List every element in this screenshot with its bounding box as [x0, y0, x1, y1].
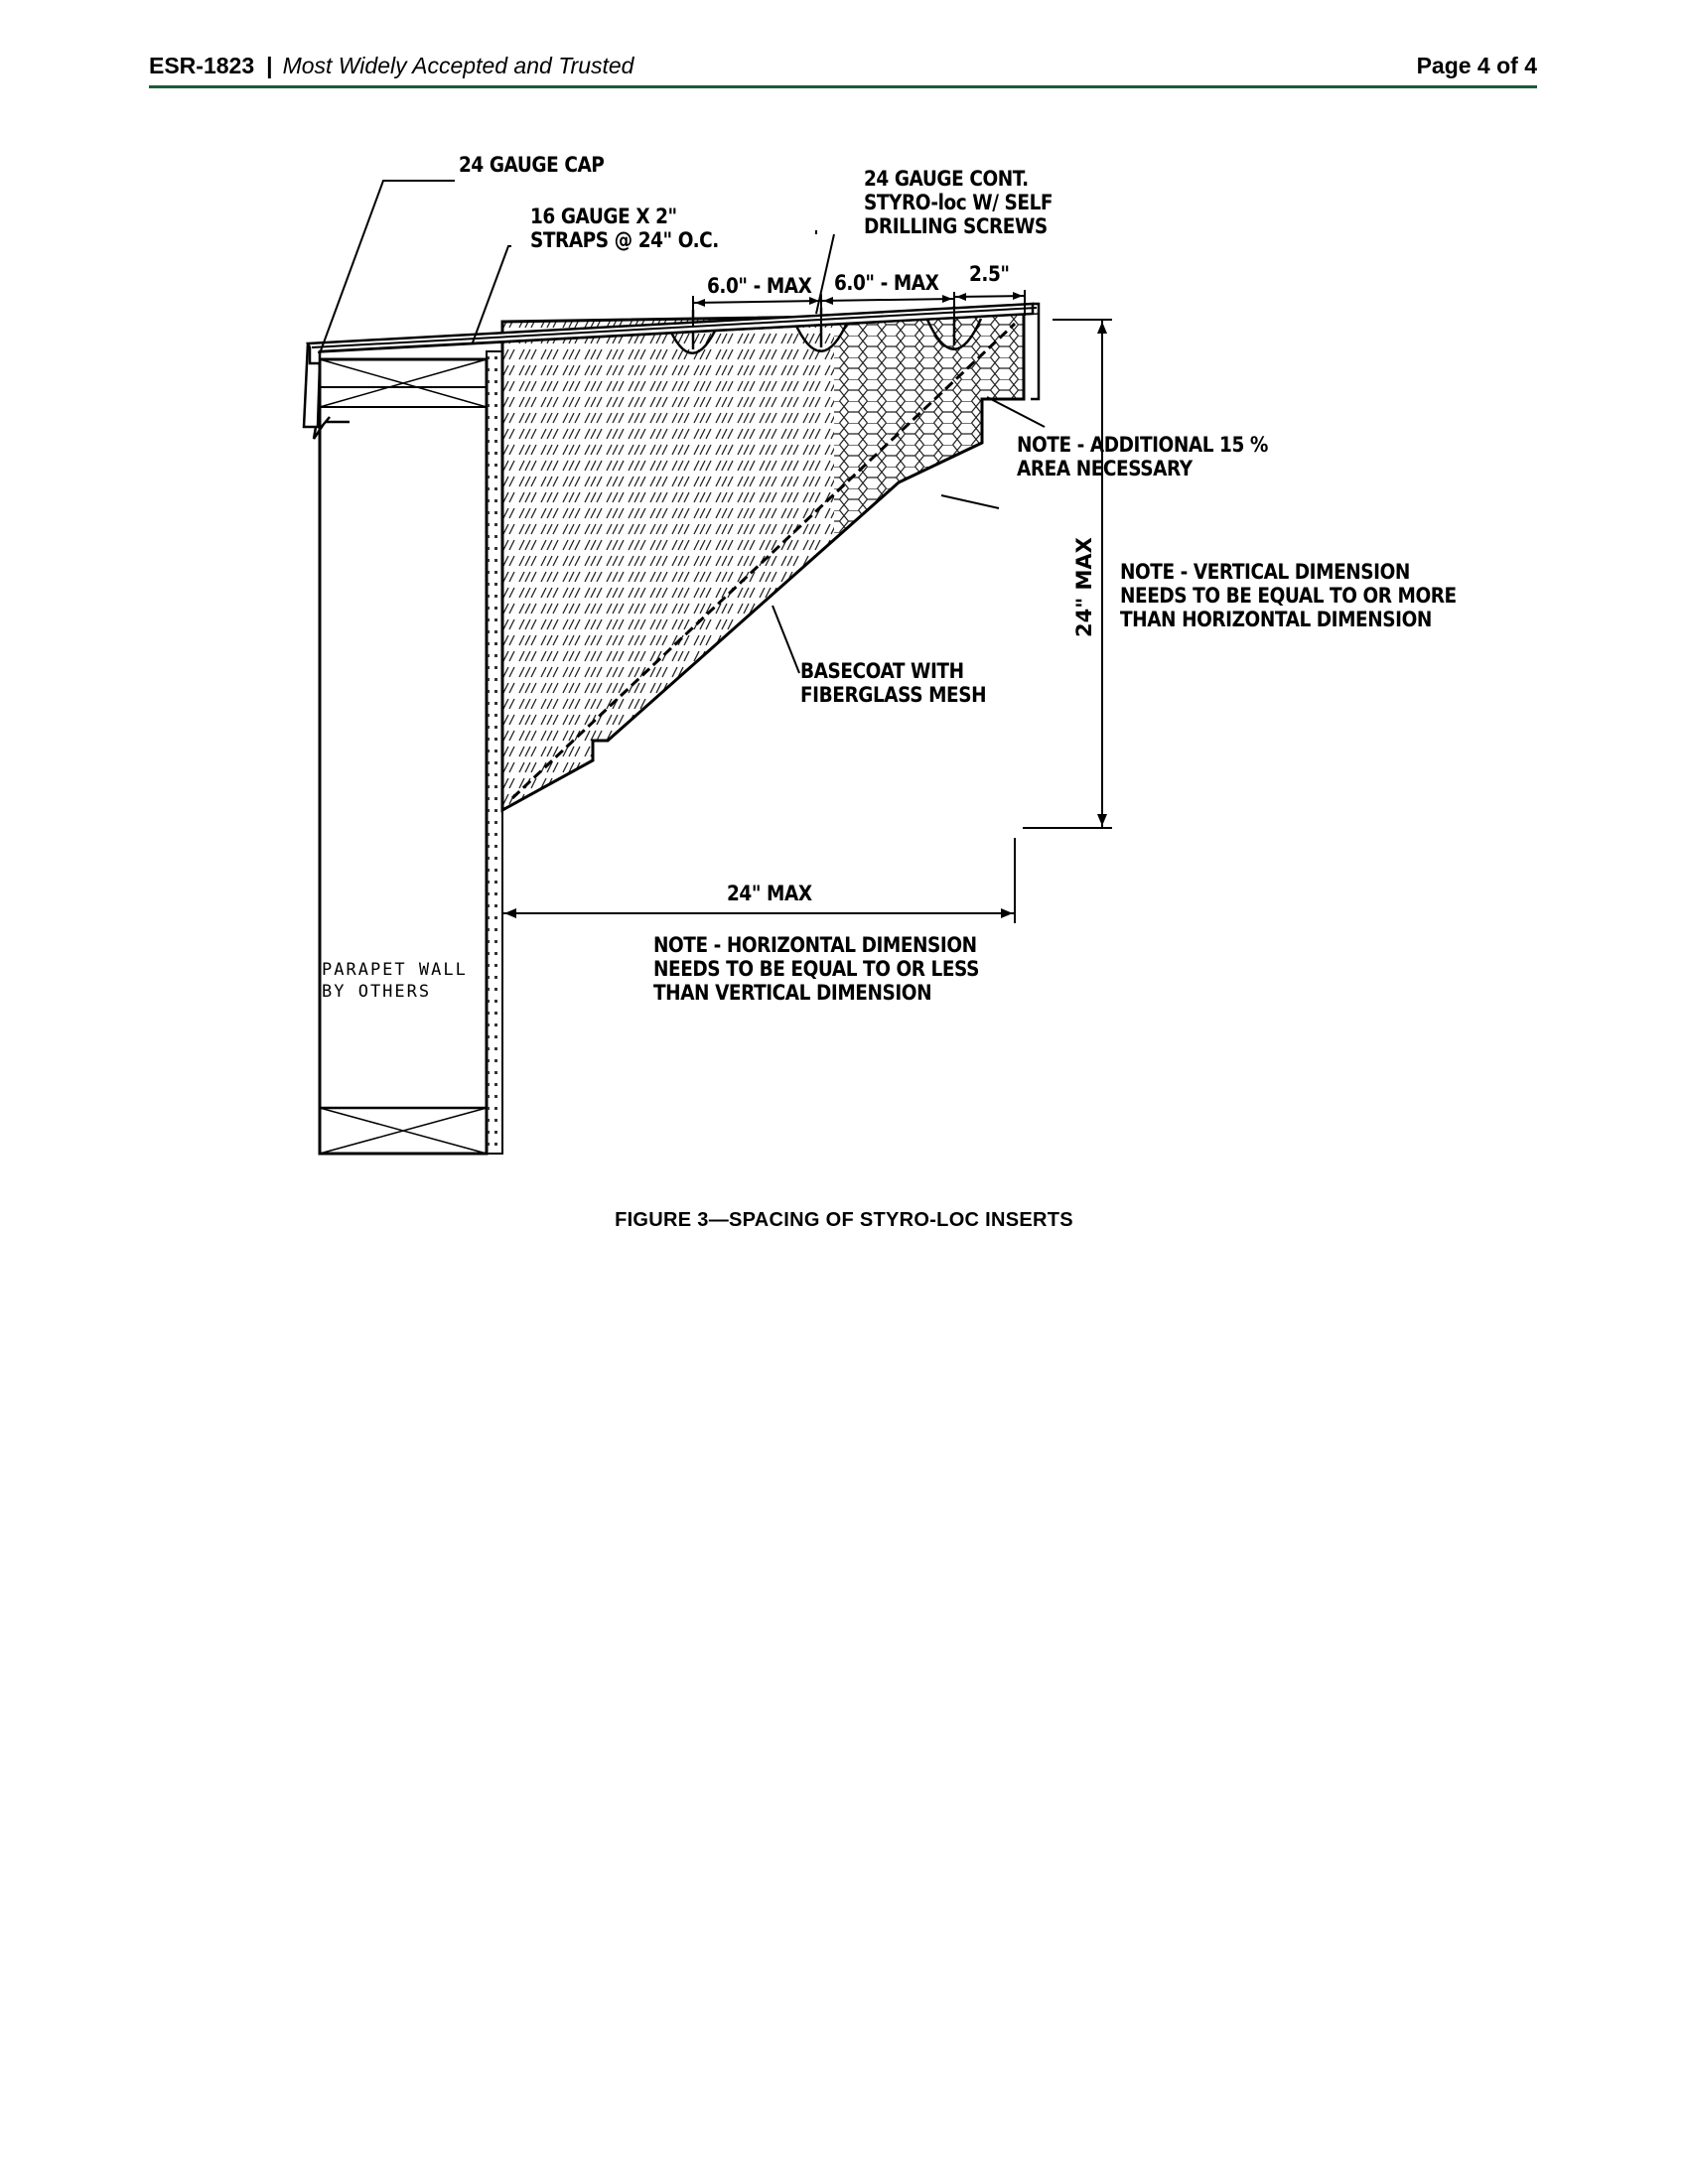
parapet-wall [318, 357, 489, 1156]
note-vertical-dimension: NOTE - VERTICAL DIMENSION NEEDS TO BE EQ… [1120, 560, 1457, 631]
leader-lines [319, 180, 1046, 674]
note-additional-area: NOTE - ADDITIONAL 15 % AREA NECESSARY [1017, 433, 1268, 480]
sheathing-layer [486, 350, 503, 1155]
header-left: ESR-1823 | Most Widely Accepted and Truste… [149, 52, 633, 79]
label-basecoat-line2: FIBERGLASS MESH [800, 683, 987, 707]
label-spacing-1: 6.0" - MAX [707, 274, 812, 298]
label-parapet-wall: PARAPET WALL BY OTHERS [322, 959, 468, 1003]
label-vertical-max: 24" MAX [1072, 537, 1096, 637]
label-cont-line1: 24 GAUGE CONT. [864, 167, 1029, 191]
label-straps-line2: STRAPS @ 24" O.C. [530, 228, 719, 252]
horizontal-dimension [501, 810, 1016, 923]
figure-3: 24 GAUGE CAP 16 GAUGE X 2" STRAPS @ 24" … [278, 139, 1509, 1171]
vertical-dimension [1023, 319, 1112, 829]
note-vertical-line3: THAN HORIZONTAL DIMENSION [1120, 608, 1432, 631]
page-number: Page 4 of 4 [1416, 53, 1537, 78]
note-vertical-line2: NEEDS TO BE EQUAL TO OR MORE [1120, 584, 1457, 608]
report-number: ESR-1823 [149, 53, 255, 78]
note-horizontal-line2: NEEDS TO BE EQUAL TO OR LESS [653, 957, 979, 981]
label-basecoat: BASECOAT WITH FIBERGLASS MESH [800, 659, 987, 707]
note-horizontal-line1: NOTE - HORIZONTAL DIMENSION [653, 933, 977, 957]
label-straps: 16 GAUGE X 2" STRAPS @ 24" O.C. [530, 205, 719, 252]
label-cap: 24 GAUGE CAP [459, 153, 605, 177]
label-spacing-2: 6.0" - MAX [834, 271, 939, 295]
label-cont-line2: STYRO-loc W/ SELF [864, 191, 1054, 214]
label-cont-line3: DRILLING SCREWS [864, 214, 1048, 238]
label-parapet-line1: PARAPET WALL [322, 960, 468, 980]
figure-caption: FIGURE 3—SPACING OF STYRO-LOC INSERTS [615, 1209, 1073, 1231]
label-basecoat-line1: BASECOAT WITH [800, 659, 964, 683]
note-area-line2: AREA NECESSARY [1017, 457, 1193, 480]
basecoat-mesh-line [510, 322, 1017, 800]
note-horizontal-line3: THAN VERTICAL DIMENSION [653, 981, 932, 1005]
label-spacing-3: 2.5" [969, 262, 1010, 286]
note-horizontal-dimension: NOTE - HORIZONTAL DIMENSION NEEDS TO BE … [653, 933, 979, 1005]
spacing-dimensions [692, 290, 1026, 326]
label-continuous-styro-loc: 24 GAUGE CONT. STYRO-loc W/ SELF DRILLIN… [864, 167, 1054, 238]
label-parapet-line2: BY OTHERS [322, 982, 432, 1002]
label-straps-line1: 16 GAUGE X 2" [530, 205, 677, 228]
note-area-line1: NOTE - ADDITIONAL 15 % [1017, 433, 1268, 457]
header-separator: | [266, 53, 273, 78]
parapet-detail-drawing [302, 180, 1112, 1156]
header-tagline: Most Widely Accepted and Trusted [282, 53, 634, 78]
page-header: ESR-1823 | Most Widely Accepted and Truste… [149, 50, 1537, 88]
gauge-cap [302, 302, 1041, 440]
label-horizontal-max: 24" MAX [727, 882, 812, 905]
note-vertical-line1: NOTE - VERTICAL DIMENSION [1120, 560, 1410, 584]
